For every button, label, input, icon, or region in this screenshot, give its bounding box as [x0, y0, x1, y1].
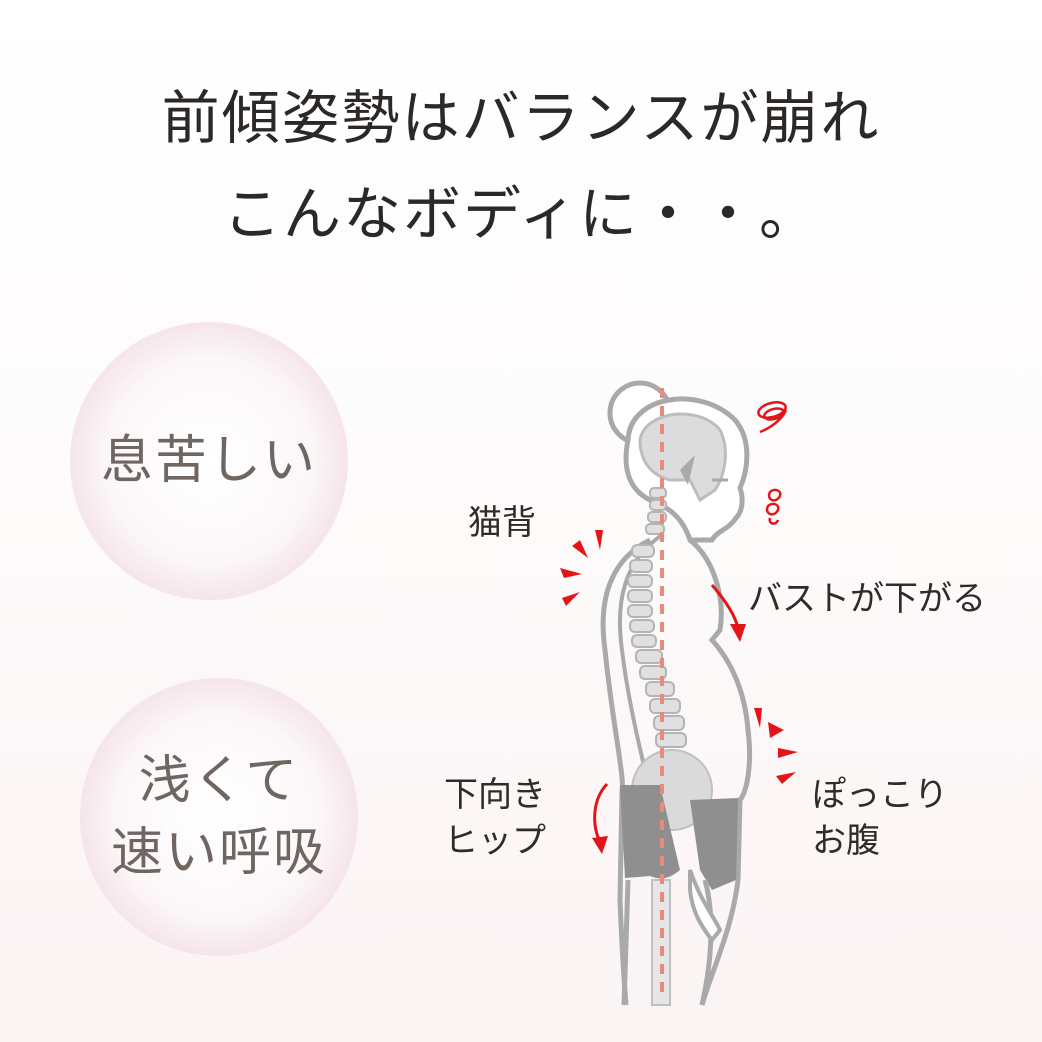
label-bust-sags: バストが下がる — [748, 579, 986, 619]
symptom-text-line-2: 速い呼吸 — [110, 823, 327, 883]
label-belly-line-1: ぽっこり — [812, 775, 948, 815]
symptom-text-line-1: 浅くて — [138, 751, 300, 811]
symptom-text: 息苦しい — [100, 431, 317, 491]
red-emphasis-marks-icon — [560, 530, 603, 606]
red-swirl-icon — [757, 401, 788, 434]
symptom-bubble-breathless: 息苦しい — [70, 322, 348, 600]
skull — [638, 412, 727, 503]
label-hip: 下向き ヒップ — [444, 772, 546, 864]
leg-back — [621, 879, 631, 1006]
label-belly: ぽっこり お腹 — [812, 772, 948, 864]
red-curved-arrow-icon — [592, 782, 609, 854]
headline-line-2: こんなボディに・・。 — [223, 180, 819, 248]
hand — [688, 869, 723, 944]
symptom-bubble-shallow-breathing: 浅くて 速い呼吸 — [80, 678, 358, 956]
cervical-spine — [645, 487, 667, 535]
label-hip-line-2: ヒップ — [444, 821, 546, 861]
torso-outline — [600, 537, 652, 1006]
red-emphasis-marks-icon — [754, 708, 798, 784]
hair-strand — [680, 455, 695, 485]
front-outline — [688, 538, 753, 1006]
label-hip-line-1: 下向き — [444, 775, 546, 815]
red-curved-arrow-icon — [710, 584, 746, 642]
red-sweat-drops-icon — [765, 488, 782, 525]
posture-figure-illustration — [560, 380, 798, 1006]
shorts-front — [690, 798, 738, 890]
spine — [627, 544, 687, 748]
headline-line-1: 前傾姿勢はバランスが崩れ — [161, 84, 881, 152]
shorts — [620, 785, 680, 879]
label-belly-line-2: お腹 — [812, 821, 880, 861]
headline: 前傾姿勢はバランスが崩れ こんなボディに・・。 — [0, 70, 1042, 262]
leg-front — [699, 879, 714, 1006]
label-hunched-back: 猫背 — [468, 503, 536, 543]
